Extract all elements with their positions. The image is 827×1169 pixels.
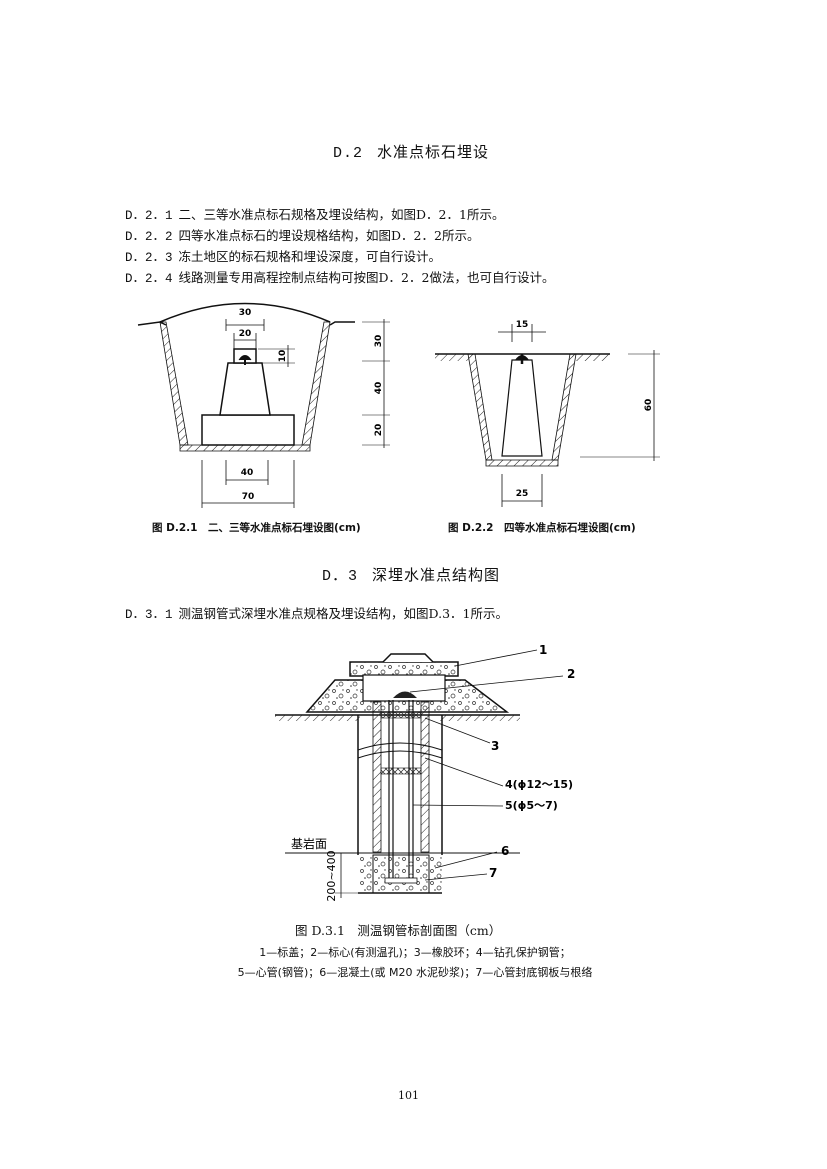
label-2: 2 <box>567 667 575 681</box>
mound-arch <box>159 302 331 323</box>
dim-top: 15 <box>516 320 529 330</box>
base-block <box>201 414 295 446</box>
label-7: 7 <box>489 866 497 880</box>
dim-base-inner: 40 <box>241 468 254 478</box>
bedrock-label: 基岩面 <box>291 836 327 851</box>
dim-depth: 60 <box>644 399 654 412</box>
figure-d21-caption: 图 D.2.1 二、三等水准点标石埋设图(cm) <box>152 522 361 534</box>
section-d3-title: 深埋水准点结构图 <box>372 566 501 584</box>
dim-top-outer: 30 <box>239 308 252 318</box>
label-1: 1 <box>539 643 547 657</box>
dim-base-outer: 70 <box>242 492 255 502</box>
label-4: 4(ϕ12～15) <box>505 778 573 791</box>
figure-d31-caption: 图 D.3.1 测温钢管标剖面图（cm） <box>295 923 502 938</box>
dim-depth-top: 30 <box>374 335 384 348</box>
lid-cap <box>349 661 459 677</box>
section-d3-heading: D．3 深埋水准点结构图 <box>322 564 500 585</box>
label-6: 6 <box>501 844 509 858</box>
dim-cap-height: 10 <box>278 350 288 363</box>
section-d2-heading: D.2 水准点标石埋设 <box>333 141 489 162</box>
label-5: 5(ϕ5～7) <box>505 799 558 812</box>
section-d2-title: 水准点标石埋设 <box>377 143 490 161</box>
section-d3-number: D．3 <box>322 568 359 585</box>
figure-d22-caption: 图 D.2.2 四等水准点标石埋设图(cm) <box>448 522 636 534</box>
dim-bottom: 25 <box>516 489 529 499</box>
page-number: 101 <box>398 1089 419 1102</box>
dim-top-inner: 20 <box>239 329 252 339</box>
stone <box>501 359 543 457</box>
dim-depth-mid: 40 <box>374 382 384 395</box>
section-d2-number: D.2 <box>333 145 364 162</box>
pit-floor <box>179 444 311 452</box>
pit-wall-left <box>159 321 189 446</box>
figure-d31: 200~400 基岩面 1 2 3 4(ϕ12～15) 5(ϕ5～7) 6 7 <box>275 643 575 902</box>
dim-depth-label: 200~400 <box>325 850 338 901</box>
pillar <box>219 362 271 416</box>
figure-d31-legend-2: 5—心管(钢管)；6—混凝土(或 M20 水泥砂浆)；7—心管封底钢板与根络 <box>237 966 593 979</box>
dim-depth-bottom: 20 <box>374 424 384 437</box>
figure-d21: 30 20 10 30 40 20 40 70 <box>137 302 390 508</box>
figure-d31-legend-1: 1—标盖；2—标心(有测温孔)；3—橡胶环；4—钻孔保护钢管； <box>259 946 571 959</box>
figure-d22: 15 60 25 <box>435 320 660 507</box>
pit-wall-right <box>301 321 331 446</box>
label-3: 3 <box>491 739 499 753</box>
